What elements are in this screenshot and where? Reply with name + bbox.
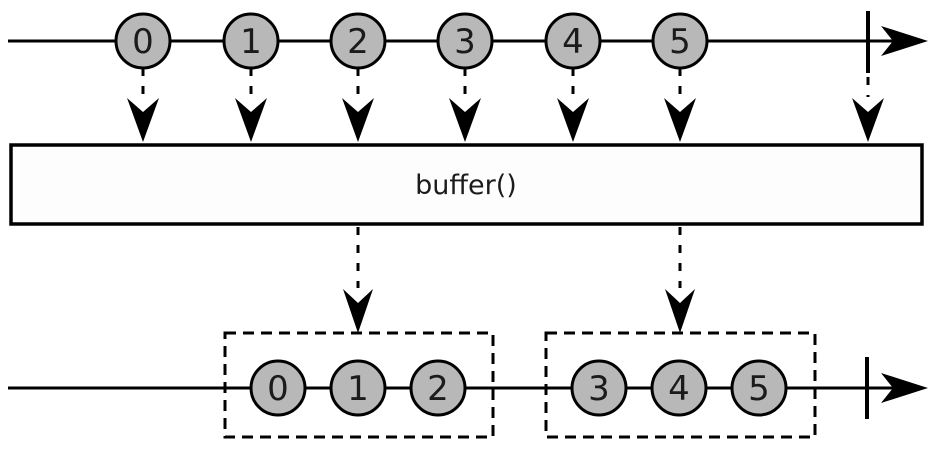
marble-label: 2	[427, 369, 449, 409]
marble-label: 4	[562, 22, 584, 62]
source-marble: 2	[329, 12, 387, 70]
emission-arrows	[127, 68, 884, 142]
source-marble: 1	[222, 12, 280, 70]
buffer-group-box	[223, 331, 495, 439]
emission-arrow	[664, 68, 696, 142]
down-arrowhead-icon	[235, 98, 267, 142]
marble-label: 1	[240, 22, 262, 62]
output-group-1-marbles: 0 1 2	[249, 359, 467, 417]
emission-arrow	[449, 68, 481, 142]
marble-circle	[222, 12, 280, 70]
output-marble: 3	[570, 359, 628, 417]
down-arrowhead-icon	[343, 289, 373, 333]
output-marble: 2	[409, 359, 467, 417]
marble-circle	[650, 359, 708, 417]
down-arrowhead-icon	[852, 98, 884, 142]
down-arrowhead-icon	[127, 98, 159, 142]
marble-circle	[329, 12, 387, 70]
marble-label: 5	[748, 369, 770, 409]
marble-circle	[114, 12, 172, 70]
emission-arrow	[557, 68, 589, 142]
output-marble: 1	[329, 359, 387, 417]
down-arrowhead-icon	[449, 98, 481, 142]
down-arrowhead-icon	[665, 289, 695, 333]
marble-label: 4	[668, 369, 690, 409]
output-group-2-marbles: 3 4 5	[570, 359, 788, 417]
emission-arrow	[342, 68, 374, 142]
source-marbles: 0 1 2 3 4 5	[114, 12, 709, 70]
marble-circle	[329, 359, 387, 417]
source-marble: 3	[436, 12, 494, 70]
buffer-group-box	[544, 331, 817, 439]
operator-box: buffer()	[9, 143, 924, 226]
marble-label: 0	[267, 369, 289, 409]
marble-circle	[409, 359, 467, 417]
marble-label: 2	[347, 22, 369, 62]
marble-circle	[436, 12, 494, 70]
marble-label: 3	[454, 22, 476, 62]
down-arrowhead-icon	[342, 98, 374, 142]
complete-emission-arrow	[852, 77, 884, 142]
marble-label: 1	[347, 369, 369, 409]
marble-circle	[651, 12, 709, 70]
source-marble: 0	[114, 12, 172, 70]
marble-circle	[570, 359, 628, 417]
marble-circle	[249, 359, 307, 417]
source-marble: 4	[544, 12, 602, 70]
output-marble: 5	[730, 359, 788, 417]
operator-label: buffer()	[415, 170, 517, 201]
source-marble: 5	[651, 12, 709, 70]
marble-label: 3	[588, 369, 610, 409]
output-timeline-arrowhead-icon	[881, 373, 928, 403]
marble-label: 5	[669, 22, 691, 62]
output-arrow	[343, 227, 373, 333]
output-arrow	[665, 227, 695, 333]
marble-label: 0	[132, 22, 154, 62]
output-arrows	[343, 227, 695, 333]
down-arrowhead-icon	[557, 98, 589, 142]
output-marble: 4	[650, 359, 708, 417]
operator-box-rect	[9, 143, 924, 226]
marble-circle	[730, 359, 788, 417]
emission-arrow	[235, 68, 267, 142]
source-timeline-arrowhead-icon	[881, 26, 928, 56]
marble-circle	[544, 12, 602, 70]
emission-arrow	[127, 68, 159, 142]
output-marble: 0	[249, 359, 307, 417]
down-arrowhead-icon	[664, 98, 696, 142]
